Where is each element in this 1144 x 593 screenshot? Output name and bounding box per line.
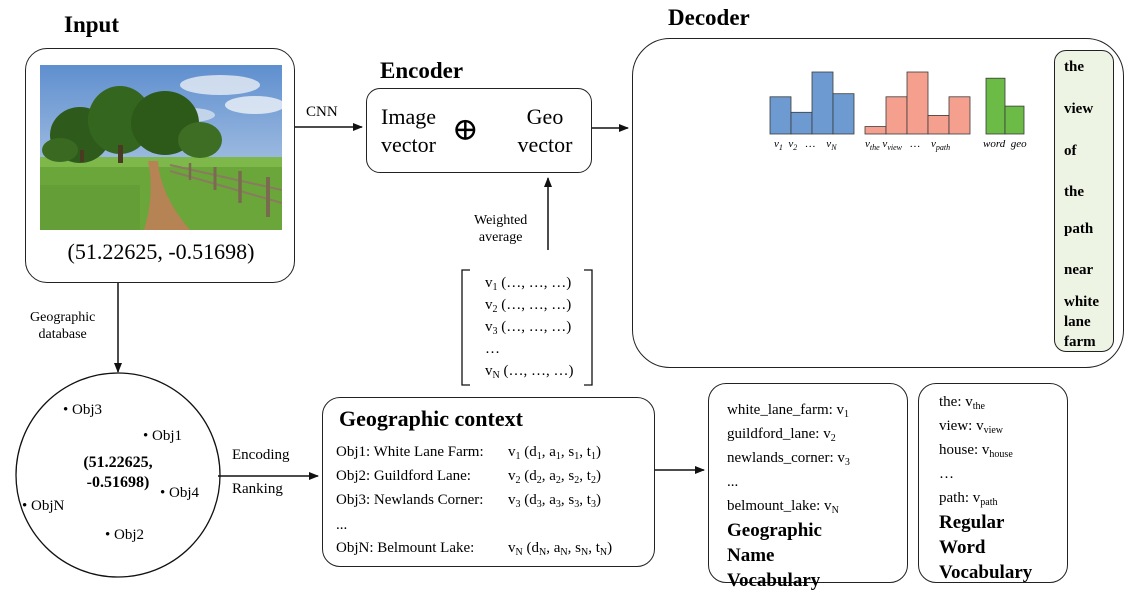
oplus-symbol: ⊕ [452,111,479,147]
histogram-bar [985,77,1006,135]
matrix-row: v2 (…, …, …) [485,297,572,315]
histogram-words [864,71,971,135]
geo-vocab-item: ... [727,474,739,490]
weighted-average-label: Weighted average [474,213,528,245]
histogram-bar [790,111,813,135]
ranking-label: Ranking [232,481,283,497]
context-object-vector: v1 (d1, a1, s1, t1) [508,444,601,462]
output-word-column [1054,50,1114,352]
matrix-row: v1 (…, …, …) [485,275,572,293]
word-vocab-box: the: vthe view: vview house: vhouse … pa… [918,383,1068,583]
histogram-image-geo [769,71,855,135]
decoder-box [632,38,1124,368]
output-word: the [1064,184,1084,200]
context-object-name: Obj3: Newlands Corner: [336,492,484,508]
encoder-title: Encoder [380,58,464,83]
output-word: of [1064,143,1077,159]
word-vocab-item: house: vhouse [939,442,1013,460]
obj-point-obj4: • Obj4 [160,485,200,501]
input-coordinates: (51.22625, -0.51698) [67,239,255,264]
geo-vocab-box: white_lane_farm: v1 guildford_lane: v2 n… [708,383,908,591]
geo-database-label: Geographic database [30,310,96,342]
input-box: (51.22625, -0.51698) [25,48,295,283]
geo-context-title: Geographic context [339,406,523,431]
matrix-row: vN (…, …, …) [485,363,574,381]
encoder-box: Image vector ⊕ Geo vector [366,88,592,173]
image-vector-label: Image vector [381,104,436,157]
input-title: Input [64,12,119,37]
geo-context-box: Geographic context [322,397,655,567]
geo-vocab-item: guildford_lane: v2 [727,426,836,444]
geo-vocab-list: white_lane_farm: v1 guildford_lane: v2 n… [727,398,850,593]
obj-point-objn: • ObjN [22,498,65,514]
word-vocab-title: Regular Word Vocabulary [939,512,1033,583]
histogram-bar [885,96,908,135]
histogram-bar [948,96,971,135]
context-object-name: Obj2: Guildford Lane: [336,468,471,484]
word-vocab-item: path: vpath [939,490,998,508]
output-word: path [1064,221,1094,237]
word-vocab-item: view: vview [939,418,1004,436]
histogram-bar [927,115,950,135]
output-word: view [1064,101,1094,117]
landscape-photo [40,65,282,230]
histogram-label-words: vthe vview … vpath [865,138,951,152]
word-vocab-item: the: vthe [939,394,985,412]
histogram-bar [906,71,929,135]
word-vocab-list: the: vthe view: vview house: vhouse … pa… [939,390,1032,585]
histogram-bar [864,126,887,135]
histogram-switch [985,77,1025,135]
geo-vocab-title: Geographic Name Vocabulary [727,520,822,591]
context-object-name: Obj1: White Lane Farm: [336,444,484,460]
histogram-label-switch: word geo [983,138,1027,150]
center-coordinates: (51.22625, -0.51698) [83,454,153,491]
decoder-title: Decoder [668,5,750,30]
attention-histograms [769,71,1025,135]
geo-vocab-item: white_lane_farm: v1 [727,402,850,420]
histogram-bar [1004,105,1025,135]
histogram-bar [832,93,855,135]
context-object-vector: vN (dN, aN, sN, tN) [508,540,613,558]
obj-point-obj3: • Obj3 [63,402,103,418]
weight-matrix: v1 (…, …, …) v2 (…, …, …) v3 (…, …, …) …… [485,275,573,385]
histogram-bar [769,96,792,135]
context-object-vector: v3 (d3, a3, s3, t3) [508,492,601,510]
geo-vocab-item: newlands_corner: v3 [727,450,850,468]
cnn-label: CNN [306,104,338,120]
geo-vector-label: Geo vector [517,104,573,157]
output-word: near [1064,262,1094,278]
context-object-name: ... [336,517,348,533]
matrix-left-bracket [461,269,470,386]
output-word: white lane farm [1064,294,1099,350]
matrix-row: … [485,341,500,357]
geo-vocab-item: belmount_lake: vN [727,498,839,516]
histogram-bar [811,71,834,135]
word-vocab-item: … [939,466,954,482]
histogram-label-image-geo: v1 v2 … vN [774,138,837,152]
output-word: the [1064,59,1084,75]
obj-point-obj2: • Obj2 [105,527,145,543]
encoding-label: Encoding [232,447,290,463]
context-object-name: ObjN: Belmount Lake: [336,540,475,556]
geo-database-circle [15,372,221,578]
context-object-vector: v2 (d2, a2, s2, t2) [508,468,601,486]
matrix-right-bracket [584,269,593,386]
matrix-row: v3 (…, …, …) [485,319,572,337]
obj-point-obj1: • Obj1 [143,428,183,444]
